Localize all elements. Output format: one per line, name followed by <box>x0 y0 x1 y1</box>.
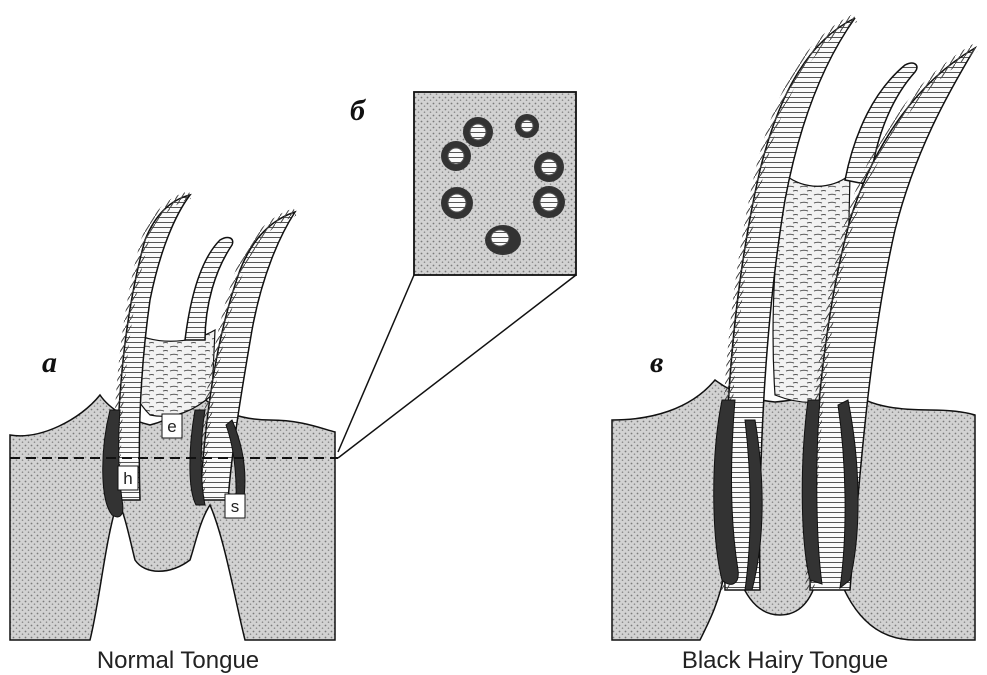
caption-normal-tongue: Normal Tongue <box>97 647 259 674</box>
panel-letter-b: б <box>350 94 366 127</box>
papilla-section <box>441 187 473 219</box>
panel-c: в Black Hairy Tongue <box>612 18 975 674</box>
papilla-section <box>441 141 471 171</box>
zoom-line-top <box>338 275 414 452</box>
papilla-section <box>515 114 539 138</box>
svg-text:h: h <box>123 469 132 488</box>
label-h: h <box>118 466 138 490</box>
label-s: s <box>225 494 245 518</box>
caption-black-hairy-tongue: Black Hairy Tongue <box>682 647 888 674</box>
papilla-section <box>534 152 564 182</box>
papilla-section <box>533 186 565 218</box>
papilla-section <box>485 225 521 255</box>
svg-text:s: s <box>231 497 240 516</box>
papilla-section <box>463 117 493 147</box>
panel-b: б <box>350 92 576 275</box>
label-e: e <box>162 414 182 438</box>
svg-text:e: e <box>167 417 176 436</box>
panel-letter-c: в <box>650 346 663 379</box>
tissue-base-c <box>612 380 975 640</box>
panel-letter-a: а <box>42 346 57 379</box>
zoom-line-bottom <box>338 275 576 458</box>
